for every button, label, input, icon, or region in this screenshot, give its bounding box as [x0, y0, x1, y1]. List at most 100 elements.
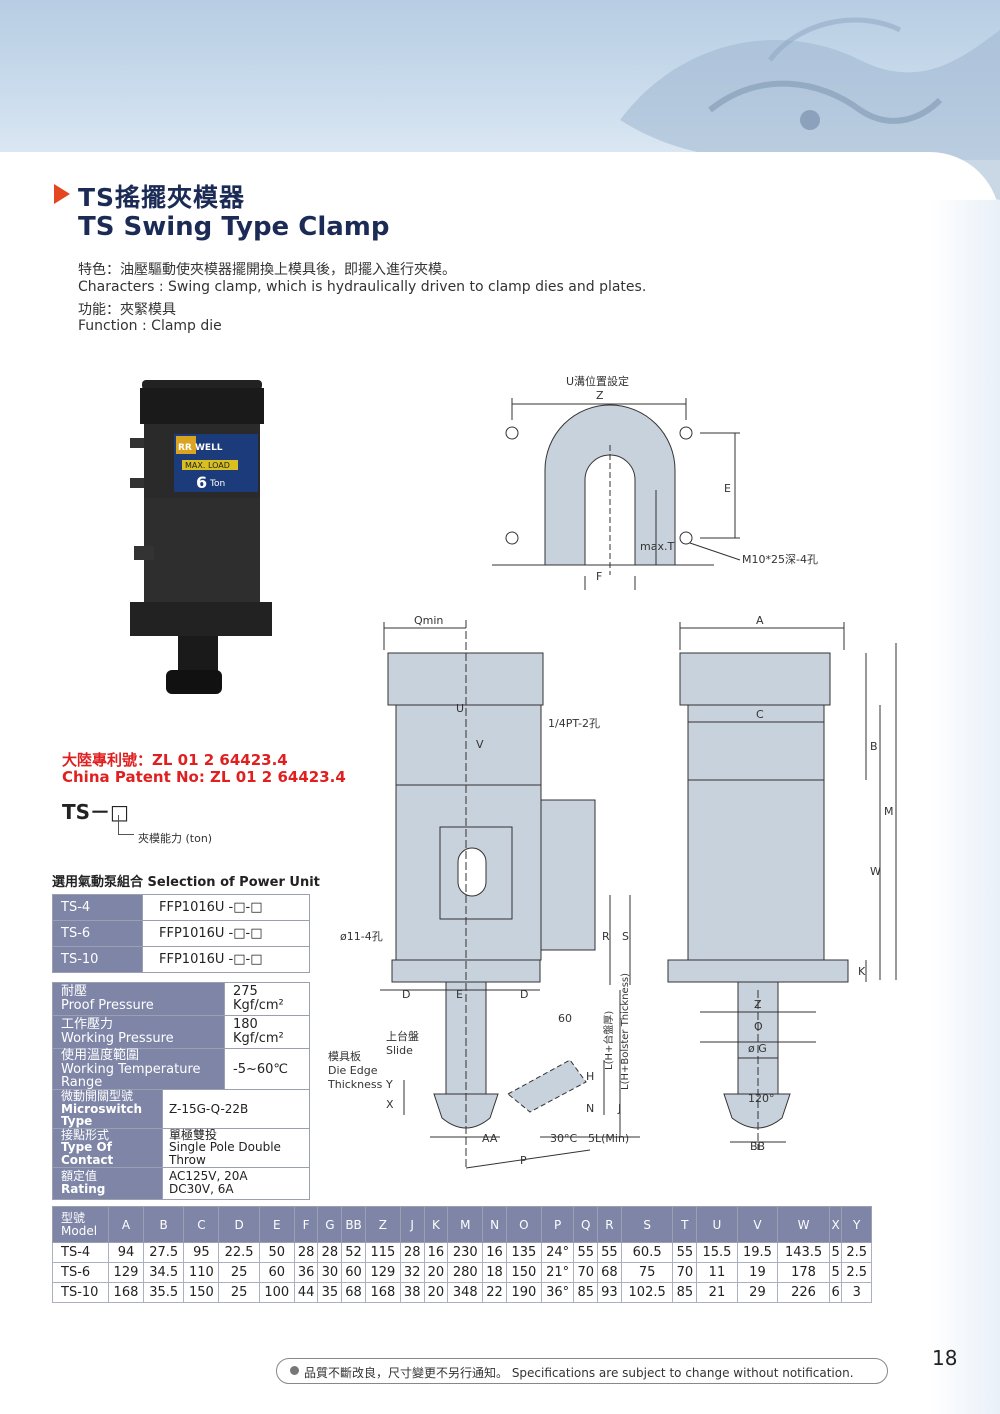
drawing-label: S — [622, 930, 629, 943]
table-cell: 129 — [108, 1262, 144, 1283]
table-cell: 110 — [183, 1262, 220, 1283]
drawing-label: Thickness — [327, 1078, 383, 1091]
table-cell: 28 — [293, 1242, 319, 1263]
table-cell: 22 — [482, 1282, 507, 1303]
table-cell: 94 — [108, 1242, 144, 1263]
power-unit-value: FFP1016U -□-□ — [142, 894, 310, 921]
title-marker-icon — [54, 184, 70, 204]
table-cell: 85 — [672, 1282, 698, 1303]
drawing-label: ø11-4孔 — [340, 930, 383, 943]
drawing-label: Y — [385, 1078, 393, 1091]
drawing-label: BB — [750, 1140, 765, 1153]
model-cell: TS-10 — [52, 1282, 109, 1303]
drawing-label: H — [586, 1070, 594, 1083]
column-header: T — [672, 1206, 698, 1243]
drawing-label: V — [476, 738, 484, 751]
drawing-label: L(H+Bolster Thickness) — [620, 973, 631, 1090]
drawing-label: W — [870, 865, 881, 878]
drawing-label: F — [596, 570, 602, 583]
table-cell: 44 — [293, 1282, 319, 1303]
table-cell: 55 — [597, 1242, 622, 1263]
table-cell: 24° — [540, 1242, 575, 1263]
column-header: O — [505, 1206, 542, 1243]
drawing-label: 120° — [748, 1092, 775, 1105]
table-cell: 21 — [696, 1282, 738, 1303]
model-header-en: Model — [61, 1223, 98, 1238]
table-cell: 348 — [447, 1282, 484, 1303]
table-cell: 35.5 — [142, 1282, 185, 1303]
table-cell: 60 — [341, 1262, 366, 1283]
page-number: 18 — [932, 1346, 958, 1370]
model-code: TS－□ — [62, 800, 129, 824]
model-code-bracket — [118, 815, 134, 835]
characters-zh: 特色：油壓驅動使夾模器擺開換上模具後，即擺入進行夾模。 — [78, 262, 456, 278]
photo-unit: Ton — [209, 479, 225, 489]
spec-label-en: Microswitch Type — [61, 1101, 143, 1129]
table-cell: 85 — [573, 1282, 599, 1303]
column-header: V — [736, 1206, 779, 1243]
table-cell: 150 — [505, 1262, 542, 1283]
table-cell: 135 — [505, 1242, 542, 1263]
drawing-label: Z — [596, 389, 604, 402]
table-cell: 230 — [447, 1242, 484, 1263]
table-cell: 100 — [258, 1282, 295, 1303]
column-header: F — [293, 1206, 319, 1243]
table-cell: 25 — [218, 1282, 260, 1303]
table-cell: 226 — [777, 1282, 830, 1303]
table-cell: 11 — [696, 1262, 738, 1283]
table-cell: 168 — [108, 1282, 144, 1303]
drawing-label: D — [402, 988, 410, 1001]
table-cell: 280 — [447, 1262, 484, 1283]
footer-notice: 品質不斷改良，尺寸變更不另行通知。 Specifications are sub… — [304, 1366, 854, 1380]
drawing-label: X — [386, 1098, 394, 1111]
drawing-label: J — [617, 1102, 621, 1115]
column-header: A — [108, 1206, 144, 1243]
spec-value: 275 Kgf/cm² — [224, 982, 310, 1016]
table-cell: 190 — [505, 1282, 542, 1303]
drawing-label: B — [870, 740, 878, 753]
table-cell: 55 — [672, 1242, 698, 1263]
table-cell: 29 — [736, 1282, 779, 1303]
table-cell: 36 — [293, 1262, 319, 1283]
column-header: Y — [841, 1206, 872, 1243]
table-cell: 22.5 — [218, 1242, 260, 1263]
photo-brand: RR WELL — [178, 443, 223, 453]
table-cell: 38 — [399, 1282, 425, 1303]
power-unit-model: TS-4 — [52, 894, 143, 921]
spec-label-en: Proof Pressure — [61, 998, 154, 1013]
table-cell: 3 — [841, 1282, 872, 1303]
column-header: BB — [341, 1206, 366, 1243]
column-header: X — [828, 1206, 843, 1243]
product-photo: RR WELL MAX. LOAD 6 Ton — [130, 380, 272, 694]
table-cell: 28 — [399, 1242, 425, 1263]
footer-notice-box — [276, 1358, 888, 1384]
drawing-label: Slide — [386, 1044, 413, 1057]
table-cell: 21° — [540, 1262, 575, 1283]
drawing-label: 模具板 — [328, 1049, 361, 1063]
photo-load: 6 — [196, 473, 207, 492]
model-cell: TS-4 — [52, 1242, 109, 1263]
model-code-note: 夾模能力 (ton) — [138, 832, 213, 845]
drawing-label: A — [756, 614, 764, 627]
spec-label-en: Working Pressure — [61, 1031, 174, 1046]
drawing-label: AA — [482, 1132, 498, 1145]
drawing-label: Z — [754, 998, 762, 1011]
page-title-zh: TS搖擺夾模器 — [78, 183, 246, 212]
page-title-en: TS Swing Type Clamp — [78, 212, 390, 242]
drawing-label: K — [858, 965, 866, 978]
column-header: G — [317, 1206, 343, 1243]
table-cell: 60.5 — [620, 1242, 674, 1263]
technical-drawing: U溝位置設定 Z E F max.T M10*25深-4孔 Qmin A C B… — [327, 374, 897, 1170]
